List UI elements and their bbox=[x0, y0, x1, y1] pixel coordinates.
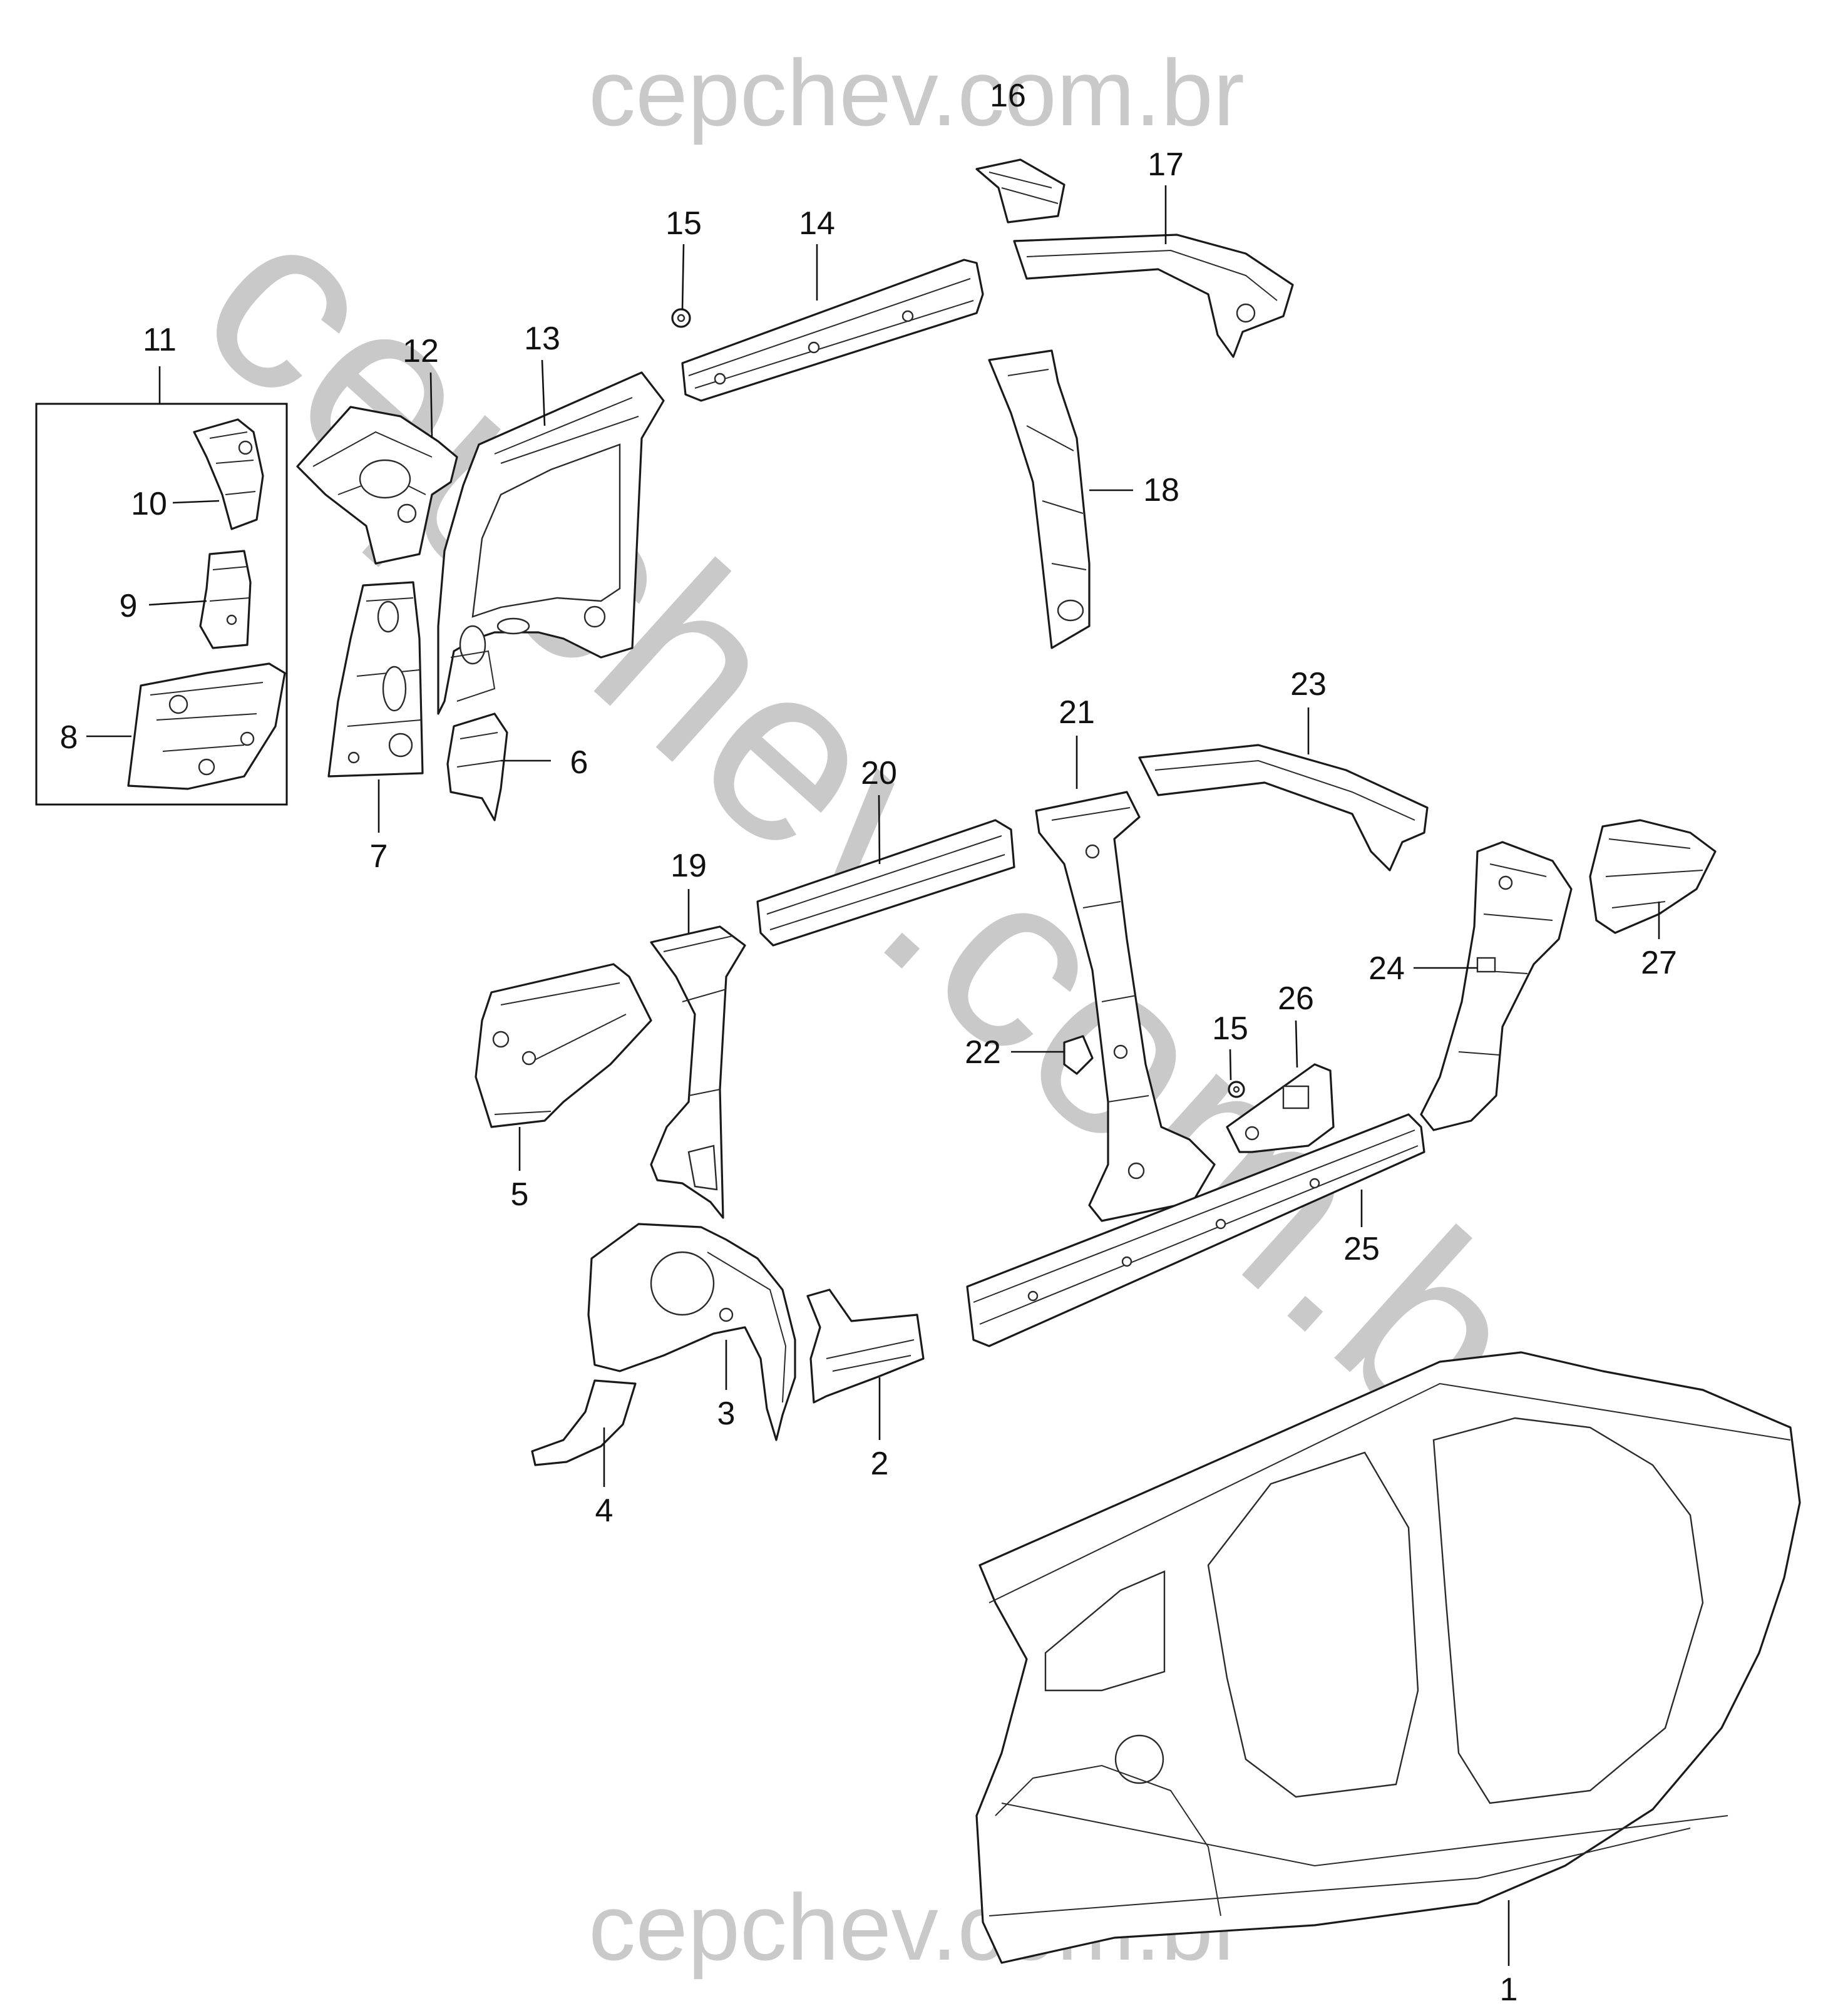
part-10 bbox=[193, 418, 264, 530]
part-3 bbox=[587, 1223, 796, 1441]
callout-23: 23 bbox=[1290, 666, 1327, 702]
callout-15-upper: 15 bbox=[665, 205, 702, 242]
part-27 bbox=[1589, 819, 1717, 934]
callout-8: 8 bbox=[60, 719, 78, 756]
callout-10: 10 bbox=[131, 486, 167, 522]
callout-26: 26 bbox=[1278, 980, 1314, 1017]
part-9 bbox=[199, 550, 252, 649]
part-17 bbox=[1013, 234, 1294, 358]
part-5 bbox=[475, 963, 652, 1128]
part-22 bbox=[1063, 1035, 1094, 1075]
part-12 bbox=[296, 406, 458, 565]
assembly-11-box bbox=[35, 403, 288, 806]
callout-22: 22 bbox=[965, 1034, 1001, 1071]
part-1 bbox=[975, 1351, 1801, 1964]
callout-5: 5 bbox=[511, 1176, 529, 1213]
callout-14: 14 bbox=[799, 205, 835, 242]
callout-21: 21 bbox=[1059, 694, 1095, 731]
callout-27: 27 bbox=[1641, 945, 1677, 981]
callout-24: 24 bbox=[1368, 950, 1405, 987]
part-2 bbox=[806, 1288, 925, 1404]
callout-18: 18 bbox=[1143, 472, 1179, 508]
callout-7: 7 bbox=[370, 838, 388, 875]
callout-15-lower: 15 bbox=[1212, 1011, 1248, 1047]
callout-25: 25 bbox=[1343, 1231, 1380, 1267]
part-20 bbox=[756, 819, 1015, 947]
part-25 bbox=[966, 1113, 1425, 1347]
watermark-top: cepchev.com.br bbox=[588, 40, 1245, 145]
part-15-nut-upper bbox=[671, 308, 691, 328]
callout-17: 17 bbox=[1148, 147, 1184, 183]
callout-9: 9 bbox=[120, 588, 138, 624]
callout-19: 19 bbox=[670, 848, 707, 884]
part-18 bbox=[988, 349, 1091, 649]
part-26 bbox=[1226, 1063, 1335, 1153]
part-13 bbox=[437, 371, 665, 715]
part-14 bbox=[681, 259, 984, 402]
callout-6: 6 bbox=[570, 744, 588, 781]
part-16 bbox=[975, 158, 1065, 224]
callout-11: 11 bbox=[143, 322, 177, 358]
callout-3: 3 bbox=[717, 1396, 736, 1432]
callout-13: 13 bbox=[524, 321, 560, 357]
part-8 bbox=[127, 662, 286, 790]
callout-16: 16 bbox=[990, 78, 1026, 114]
part-21 bbox=[1035, 791, 1216, 1222]
callout-2: 2 bbox=[871, 1446, 889, 1482]
callout-12: 12 bbox=[403, 333, 439, 369]
part-23 bbox=[1138, 744, 1429, 872]
callout-20: 20 bbox=[861, 755, 897, 791]
part-7 bbox=[327, 581, 424, 778]
part-6 bbox=[446, 712, 508, 821]
leader-lines bbox=[86, 185, 1660, 1966]
part-4 bbox=[531, 1379, 637, 1466]
callout-1: 1 bbox=[1500, 1972, 1518, 2008]
callout-labels: 11 10 9 8 12 13 15 14 16 17 18 6 7 19 20… bbox=[60, 78, 1677, 2008]
callout-4: 4 bbox=[595, 1493, 614, 1529]
part-24 bbox=[1420, 841, 1573, 1131]
part-19 bbox=[650, 925, 746, 1219]
part-15-nut-lower bbox=[1228, 1081, 1245, 1098]
